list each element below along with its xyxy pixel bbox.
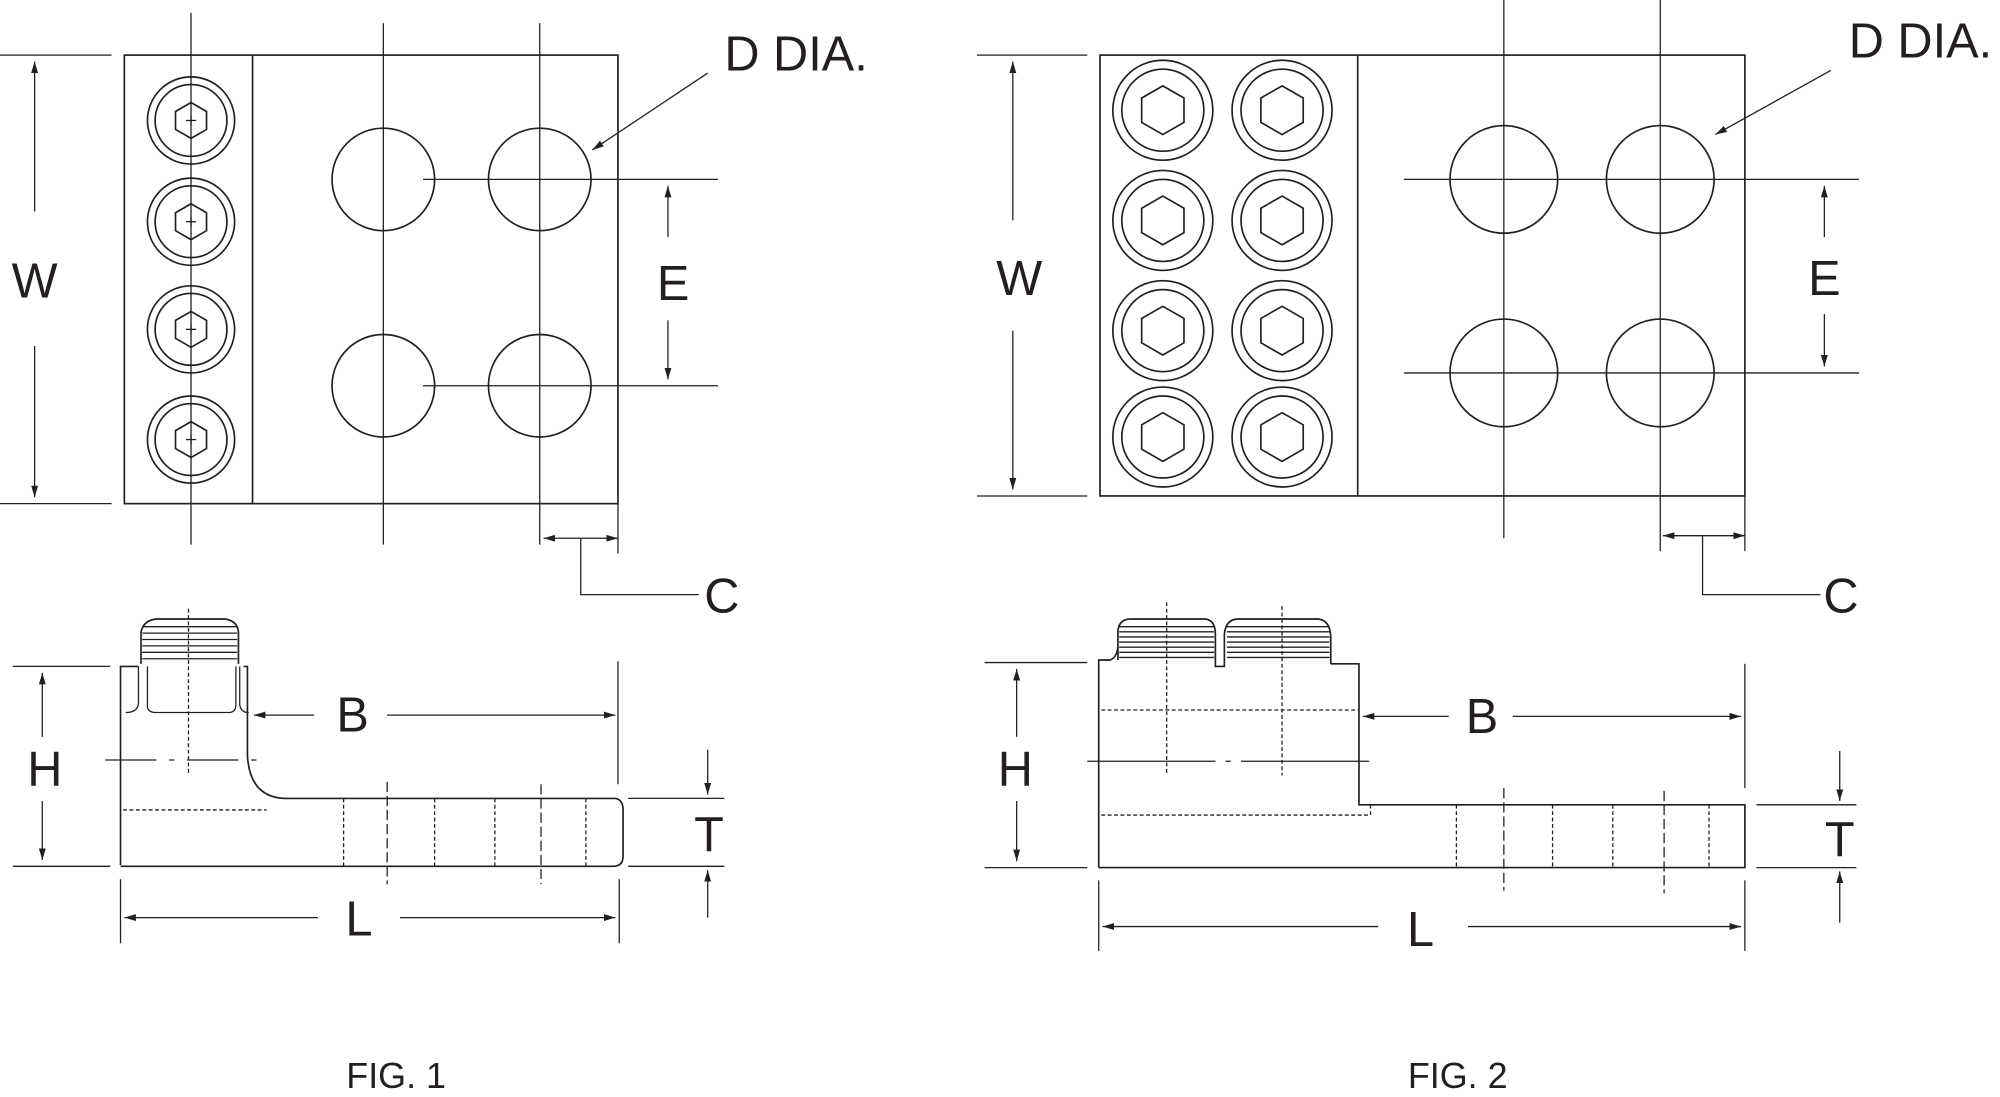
- set-screw: [146, 284, 236, 374]
- screw-outer-ring: [1111, 169, 1214, 272]
- hex-socket-icon: [1140, 411, 1185, 463]
- fig1: W E D DIA. C: [0, 12, 868, 1096]
- hex-socket-icon: [1260, 84, 1305, 136]
- fig1-label-d-dia: D DIA.: [724, 27, 867, 81]
- screw-outer-ring: [1231, 279, 1333, 382]
- hex-socket-icon: [1140, 84, 1185, 136]
- hex-socket-icon: [1260, 305, 1305, 356]
- fig1-bolt-hole: [487, 333, 592, 438]
- fig1-screw-head: [140, 618, 240, 664]
- fig2-bolt-hole: [1449, 318, 1559, 428]
- screw-inner-ring: [1240, 288, 1324, 373]
- screw-inner-ring: [1120, 68, 1205, 153]
- hex-socket-icon: [1140, 305, 1185, 356]
- fig1-top-view: W E D DIA. C: [0, 12, 868, 624]
- fig2-label-w: W: [996, 252, 1042, 306]
- hex-socket-icon: [174, 420, 208, 459]
- fig2-label-l: L: [1407, 903, 1434, 957]
- fig1-body-outline: [123, 54, 619, 505]
- fig1-barrel-detail: [125, 666, 249, 714]
- fig2-side-view: H B T L: [984, 602, 1857, 957]
- fig2-label-d-dia: D DIA.: [1849, 15, 1992, 69]
- hex-socket-icon: [174, 101, 208, 140]
- screw-outer-ring: [1231, 169, 1333, 272]
- set-screw: [146, 76, 236, 165]
- fig2-set-screws: [1111, 59, 1333, 488]
- set-screw: [146, 395, 236, 484]
- fig1-bolt-hole: [487, 127, 592, 232]
- fig2-caption: FIG. 2: [1408, 1056, 1508, 1096]
- screw-outer-ring: [146, 177, 236, 267]
- fig2-c-leader: [1701, 535, 1821, 596]
- hex-socket-icon: [1260, 195, 1305, 246]
- screw-outer-ring: [1231, 59, 1333, 162]
- fig2-top-view: W E D DIA. C: [976, 0, 1992, 624]
- hex-socket-icon: [174, 202, 208, 241]
- fig2-bore-hidden-bottom: [1101, 804, 1372, 816]
- fig1-bolt-hole: [331, 127, 436, 232]
- fig2-label-t: T: [1825, 813, 1855, 867]
- fig1-label-w: W: [12, 254, 58, 308]
- fig1-bolt-hole: [331, 333, 436, 438]
- set-screw: [1231, 59, 1333, 162]
- screw-inner-ring: [1120, 178, 1205, 263]
- set-screw: [1231, 386, 1333, 488]
- screw-outer-ring: [1111, 279, 1214, 382]
- set-screw: [1231, 279, 1333, 382]
- fig1-caption: FIG. 1: [346, 1056, 446, 1096]
- fig2-label-h: H: [998, 743, 1033, 797]
- fig2-label-c: C: [1823, 570, 1858, 624]
- fig2-bolt-hole: [1605, 124, 1715, 235]
- hex-socket-icon: [1260, 411, 1305, 463]
- set-screw: [1111, 386, 1214, 488]
- fig2-bolt-hole: [1605, 318, 1715, 428]
- fig1-label-c: C: [704, 570, 739, 624]
- fig2-d-leader: [1715, 69, 1832, 136]
- screw-inner-ring: [1240, 395, 1324, 479]
- fig2-screw-heads: [1117, 618, 1332, 668]
- fig1-c-leader: [580, 538, 699, 596]
- set-screw: [1111, 279, 1214, 382]
- set-screw: [1231, 169, 1333, 272]
- fig1-lug-outline: [119, 665, 624, 868]
- screw-outer-ring: [146, 76, 236, 165]
- set-screw: [1111, 59, 1214, 162]
- screw-inner-ring: [154, 184, 228, 259]
- fig1-label-l: L: [345, 893, 372, 947]
- hex-socket-icon: [1140, 195, 1185, 246]
- fig2-label-e: E: [1808, 252, 1840, 306]
- fig1-label-h: H: [27, 743, 62, 797]
- fig1-side-view: H B T L: [12, 608, 725, 947]
- screw-outer-ring: [1111, 386, 1214, 488]
- hex-socket-icon: [174, 310, 208, 349]
- fig1-label-e: E: [657, 257, 689, 311]
- screw-outer-ring: [146, 395, 236, 484]
- screw-inner-ring: [154, 402, 228, 477]
- fig1-label-t: T: [694, 808, 724, 862]
- fig1-label-b: B: [336, 689, 368, 743]
- fig2-lug-outline: [1097, 647, 1746, 869]
- screw-inner-ring: [154, 292, 228, 367]
- screw-outer-ring: [146, 284, 236, 374]
- fig2-body-outline: [1099, 54, 1746, 497]
- set-screw: [146, 177, 236, 267]
- fig2: W E D DIA. C: [976, 0, 1992, 1096]
- screw-inner-ring: [1120, 288, 1205, 373]
- fig1-set-screws: [146, 76, 236, 484]
- fig1-screw-threads: [142, 626, 238, 660]
- screw-inner-ring: [154, 83, 228, 158]
- screw-inner-ring: [1120, 395, 1205, 479]
- fig2-bolt-hole: [1449, 124, 1559, 235]
- screw-outer-ring: [1111, 59, 1214, 162]
- screw-outer-ring: [1231, 386, 1333, 488]
- fig1-d-leader: [591, 72, 709, 151]
- fig2-label-b: B: [1466, 690, 1498, 744]
- set-screw: [1111, 169, 1214, 272]
- screw-inner-ring: [1240, 68, 1324, 153]
- screw-inner-ring: [1240, 178, 1324, 263]
